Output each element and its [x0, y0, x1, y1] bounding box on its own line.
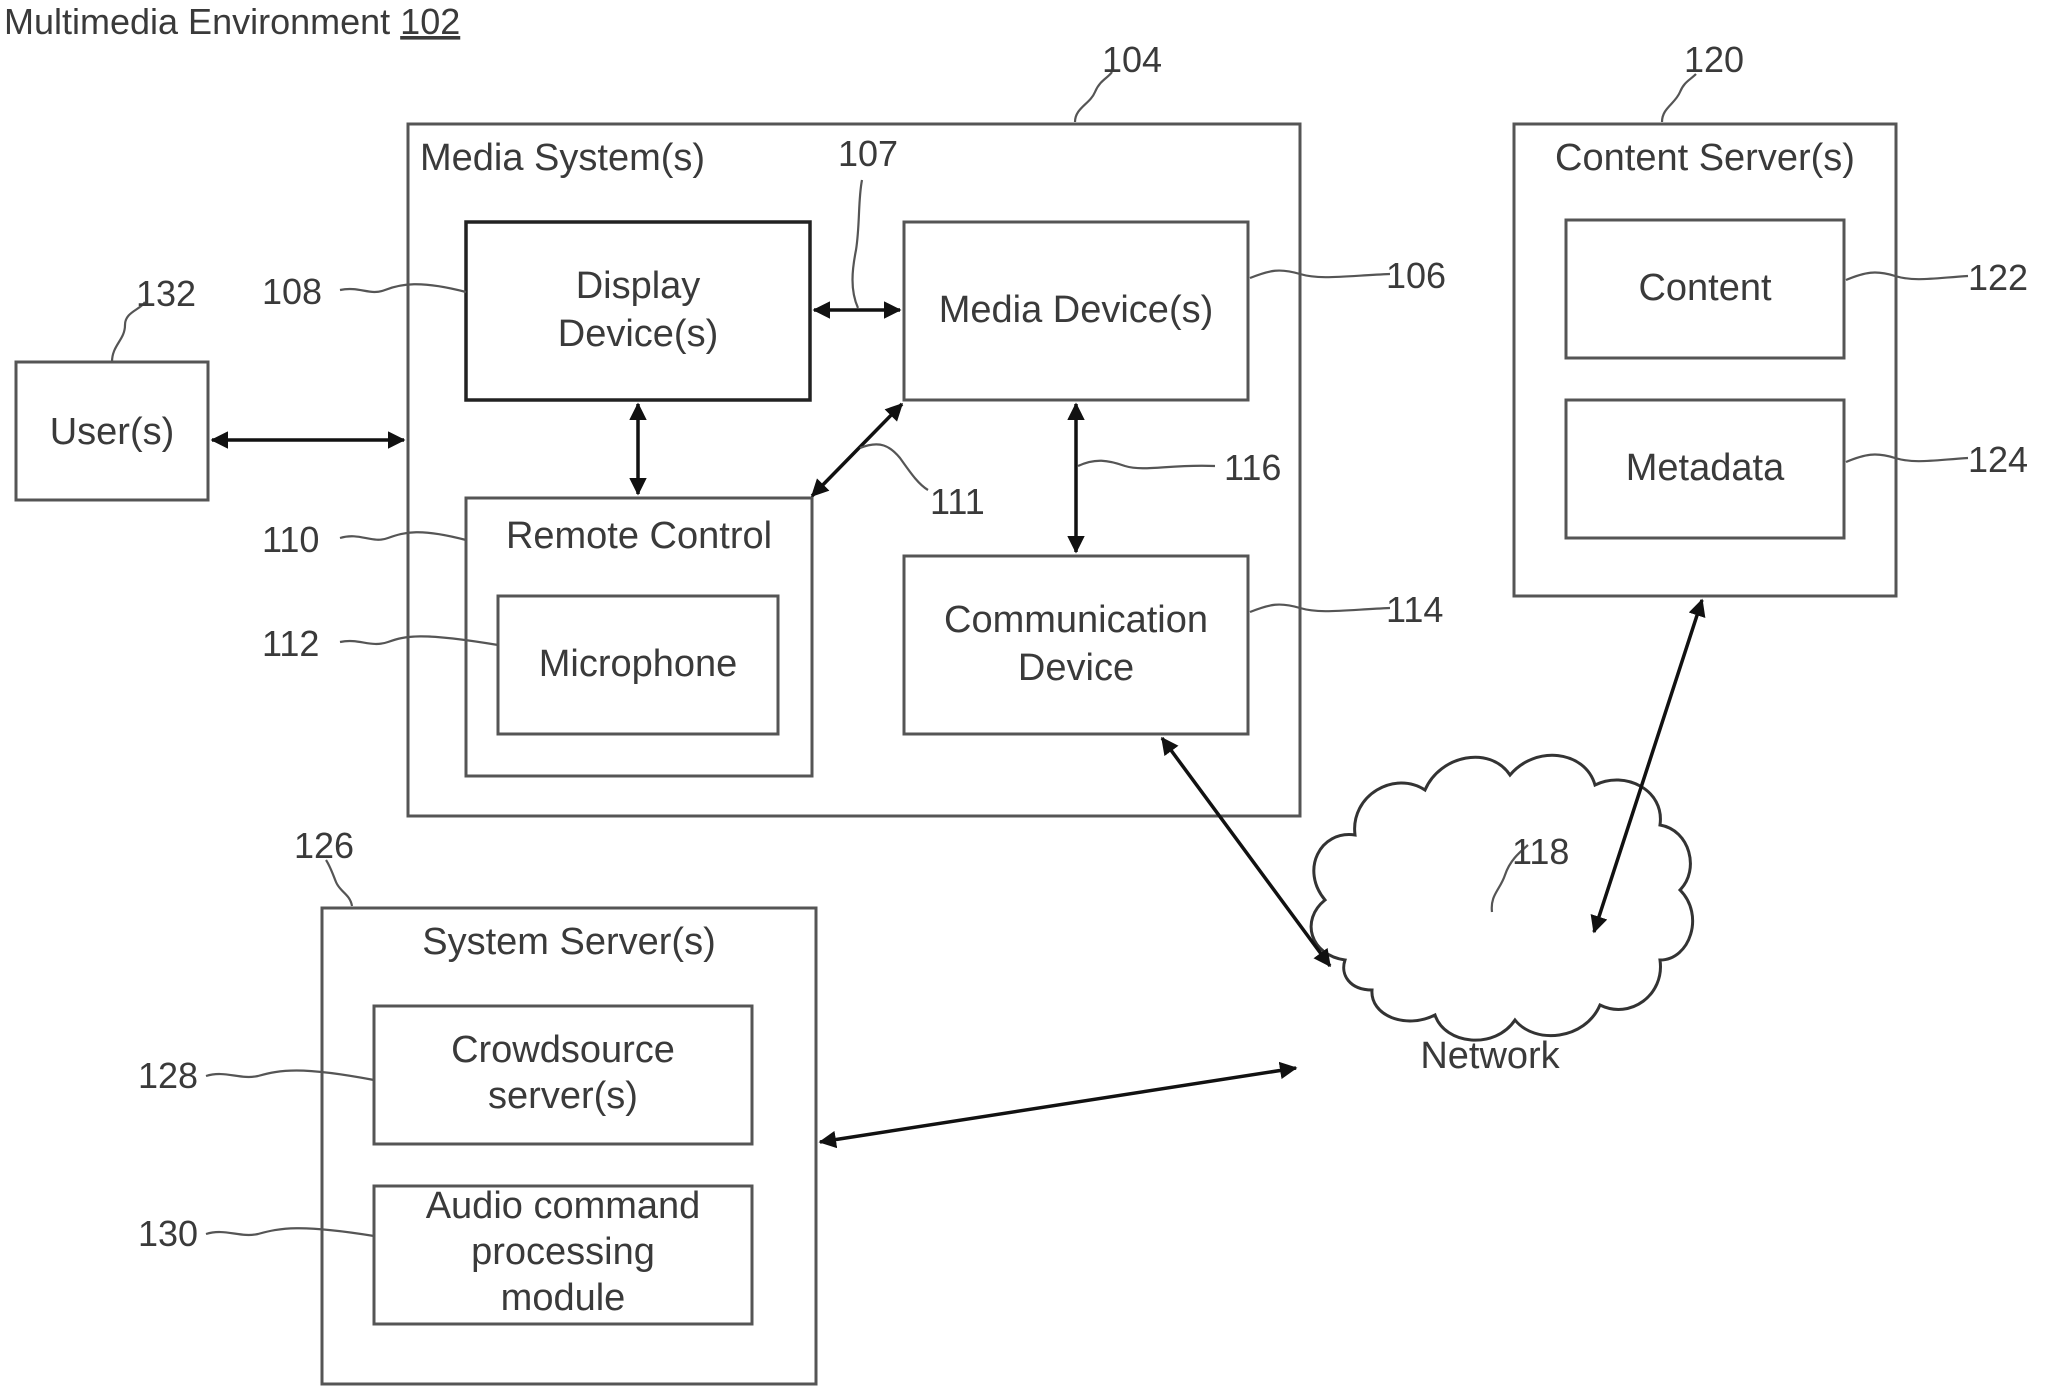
metadata-ref-leader	[1845, 453, 1969, 464]
user-ref-leader	[110, 301, 146, 363]
microphone-ref: 112	[262, 623, 319, 664]
audio-command-module-box	[372, 1184, 754, 1326]
media-device-box	[902, 220, 1250, 402]
system-server-ref: 126	[294, 825, 354, 866]
audio-module-label-line1: Audio command	[426, 1185, 701, 1227]
content-server-ref-leader	[1660, 73, 1697, 123]
display-device-label-line1: Display	[576, 265, 701, 307]
arrow-communication-network	[1160, 736, 1332, 968]
network-label: Network	[1420, 1035, 1560, 1077]
audio-module-label-line2: processing	[471, 1231, 655, 1273]
network-ref: 118	[1512, 831, 1569, 872]
communication-device-label-line1: Communication	[944, 599, 1208, 641]
link-media-comm-ref-leader	[1077, 459, 1216, 470]
content-ref: 122	[1968, 257, 2028, 298]
system-server-label: System Server(s)	[422, 921, 715, 963]
content-ref-leader	[1845, 271, 1969, 282]
microphone-ref-leader	[339, 635, 499, 647]
microphone-label: Microphone	[539, 643, 738, 685]
media-system-ref: 104	[1102, 39, 1162, 80]
network-ref-leader	[1490, 844, 1529, 913]
media-device-ref: 106	[1386, 255, 1446, 296]
media-system-ref-leader	[1073, 71, 1113, 123]
arrow-remote-media	[810, 402, 904, 498]
microphone-box	[496, 594, 780, 736]
communication-device-box	[902, 554, 1250, 736]
crowdsource-label-line2: server(s)	[488, 1075, 638, 1117]
content-server-ref: 120	[1684, 39, 1744, 80]
crowdsource-label-line1: Crowdsource	[451, 1029, 675, 1071]
display-device-box	[464, 220, 812, 402]
audio-module-ref: 130	[138, 1213, 198, 1254]
user-box	[14, 360, 210, 502]
link-display-media-ref: 107	[838, 133, 898, 174]
arrow-content-server-network	[1590, 598, 1706, 934]
crowdsource-ref-leader	[205, 1069, 375, 1082]
display-device-ref: 108	[262, 271, 322, 312]
system-server-ref-leader	[325, 859, 354, 907]
communication-device-label-line2: Device	[1018, 647, 1134, 689]
communication-device-ref: 114	[1386, 589, 1443, 630]
diagram-title: Multimedia Environment 102	[4, 1, 460, 42]
crowdsource-server-box	[372, 1004, 754, 1146]
content-label: Content	[1638, 267, 1772, 309]
audio-module-ref-leader	[205, 1227, 375, 1238]
media-device-ref-leader	[1249, 269, 1391, 280]
link-remote-media-ref-leader	[859, 443, 929, 491]
user-label: User(s)	[50, 411, 175, 453]
user-ref: 132	[136, 273, 196, 314]
media-device-label: Media Device(s)	[939, 289, 1214, 331]
display-device-ref-leader	[339, 283, 467, 294]
arrow-system-server-network	[818, 1061, 1298, 1149]
metadata-box	[1564, 398, 1846, 540]
link-display-media-ref-leader	[851, 179, 864, 309]
diagram-title-ref: 102	[400, 1, 460, 42]
media-system-label: Media System(s)	[420, 137, 705, 179]
audio-module-label-line3: module	[501, 1277, 626, 1319]
content-server-label: Content Server(s)	[1555, 137, 1855, 179]
link-media-comm-ref: 116	[1224, 447, 1281, 488]
remote-control-label: Remote Control	[506, 515, 772, 557]
remote-control-ref-leader	[339, 531, 467, 542]
metadata-label: Metadata	[1626, 447, 1785, 489]
content-box	[1564, 218, 1846, 360]
remote-control-ref: 110	[262, 519, 319, 560]
display-device-label-line2: Device(s)	[558, 313, 718, 355]
communication-device-ref-leader	[1249, 603, 1391, 614]
crowdsource-ref: 128	[138, 1055, 198, 1096]
network-cloud	[1309, 753, 1695, 1042]
metadata-ref: 124	[1968, 439, 2028, 480]
link-remote-media-ref: 111	[930, 481, 985, 522]
